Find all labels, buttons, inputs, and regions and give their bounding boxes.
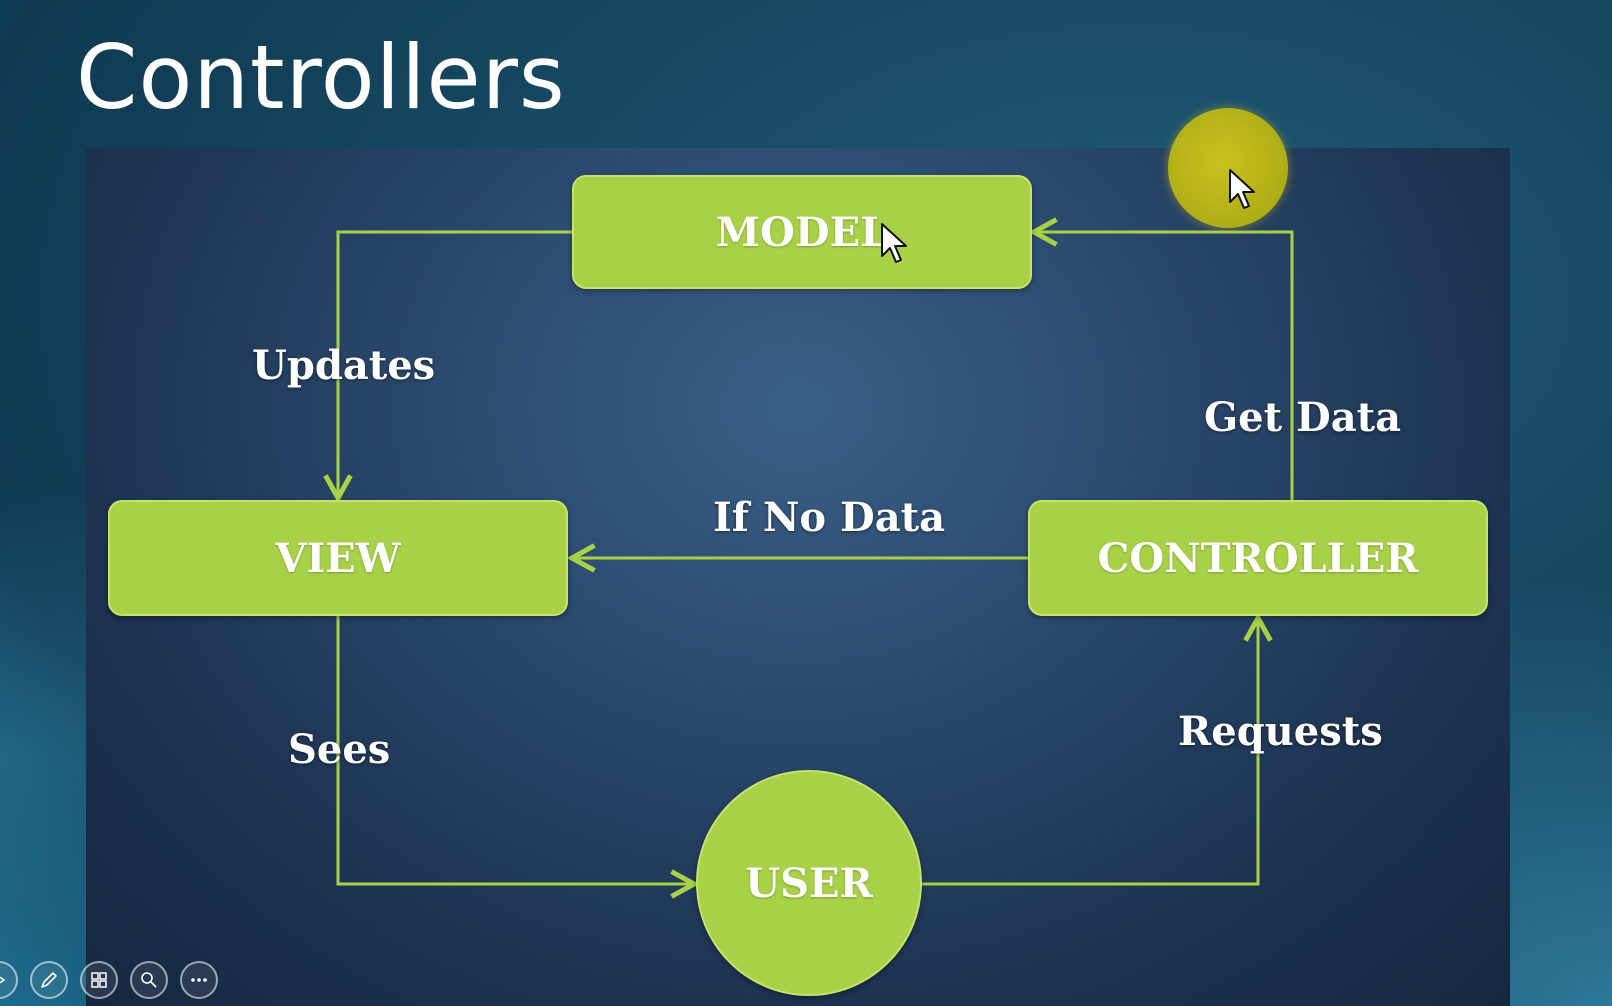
edge-label-updates: Updates	[252, 342, 436, 389]
zoom-button[interactable]	[130, 961, 168, 999]
laser-pointer-highlight	[1168, 108, 1288, 228]
connector-sees	[336, 616, 694, 884]
node-view: VIEW	[108, 500, 568, 616]
edge-label-if-no-data: If No Data	[713, 494, 946, 541]
node-model-label: MODEL	[715, 208, 889, 256]
node-view-label: VIEW	[275, 534, 401, 582]
see-all-slides-button[interactable]	[80, 961, 118, 999]
node-user: USER	[696, 770, 922, 996]
pen-icon	[41, 972, 57, 988]
node-model: MODEL	[572, 175, 1032, 289]
node-controller: CONTROLLER	[1028, 500, 1488, 616]
mouse-cursor-icon	[881, 223, 907, 263]
connector-requests	[922, 618, 1258, 886]
presenter-toolbar	[0, 958, 218, 1002]
slides-grid-icon	[91, 972, 107, 988]
more-options-button[interactable]	[180, 961, 218, 999]
play-next-icon	[0, 976, 6, 984]
more-options-icon	[191, 978, 207, 982]
slide-title: Controllers	[76, 26, 566, 129]
edge-label-get-data: Get Data	[1204, 394, 1402, 441]
edge-label-sees: Sees	[288, 726, 391, 773]
pen-tool-button[interactable]	[30, 961, 68, 999]
zoom-icon	[141, 972, 157, 988]
node-controller-label: CONTROLLER	[1097, 534, 1419, 582]
connector-get-data	[1034, 232, 1294, 500]
next-slide-button[interactable]	[0, 961, 18, 999]
connector-updates	[338, 230, 572, 498]
mouse-cursor-icon	[1229, 169, 1255, 209]
node-user-label: USER	[745, 859, 873, 907]
edge-label-requests: Requests	[1178, 708, 1383, 755]
